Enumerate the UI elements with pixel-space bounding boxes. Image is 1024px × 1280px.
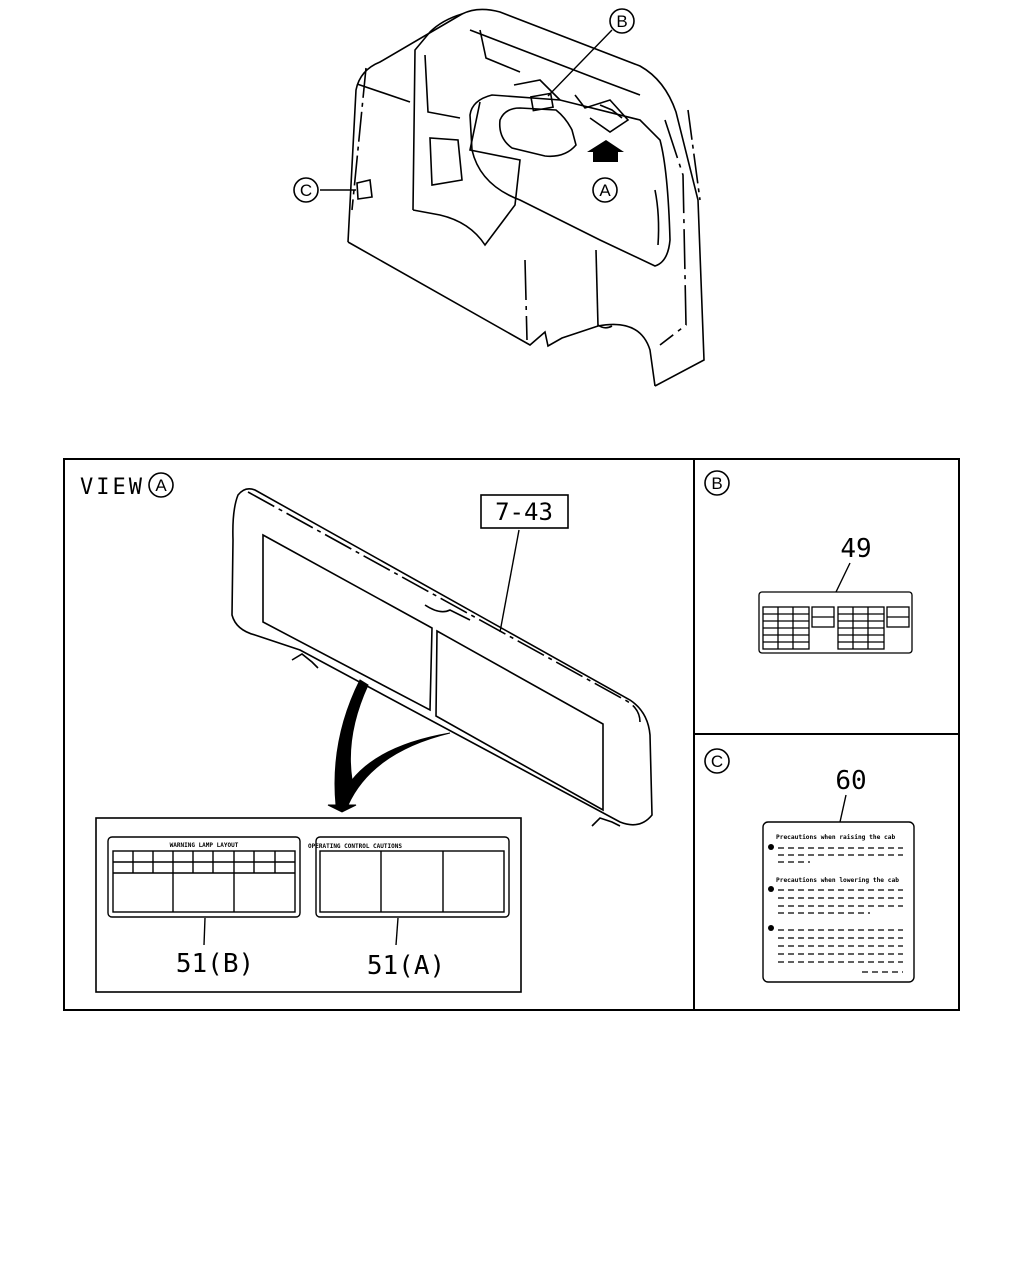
part-ref-box [480,494,569,529]
plate-51a-heading: OPERATING CONTROL CAUTIONS [308,843,402,850]
plate-60-line1: Precautions when raising the cab [776,833,895,841]
view-a-circle-letter: A [155,476,167,495]
plate-60-bullets [768,844,774,931]
detail-b-panel: B 49 [704,470,913,654]
detail-c-circle-letter: C [711,752,723,771]
view-a-panel: VIEW A 7-43 [80,472,653,993]
label-plate-60 [762,821,915,983]
plate-51b [107,836,301,918]
callout-a-top: A [592,177,618,203]
callout-c-top: C [293,177,319,203]
part-number-49: 49 [840,534,871,564]
plate-60-line2: Precautions when lowering the cab [776,876,899,884]
label-51a: 51(A) [367,951,445,981]
detail-frame [63,458,960,1011]
cab-illustration [347,8,705,387]
detail-c-panel: C 60 Precautions when raising the cab Pr… [704,748,915,983]
labels-detail-box [95,817,522,993]
plate-51a [315,836,510,918]
callout-b-top: B [609,8,635,34]
part-ref-7-43: 7-43 [495,498,553,526]
callout-leaders [320,29,613,191]
svg-text:A: A [599,181,611,200]
plate-60-dashed-lines [778,847,903,973]
detail-b-circle-letter: B [711,474,722,493]
sun-visor-drawing [231,488,653,827]
svg-text:B: B [616,12,627,31]
curved-arrow-icon [327,679,451,813]
view-a-title: VIEW [80,475,145,500]
svg-text:C: C [300,181,312,200]
view-arrow-icon [587,140,624,162]
label-plate-49 [758,591,913,654]
plate-51b-heading: WARNING LAMP LAYOUT [170,842,239,849]
part-number-60: 60 [835,766,866,796]
label-51b: 51(B) [176,949,254,979]
